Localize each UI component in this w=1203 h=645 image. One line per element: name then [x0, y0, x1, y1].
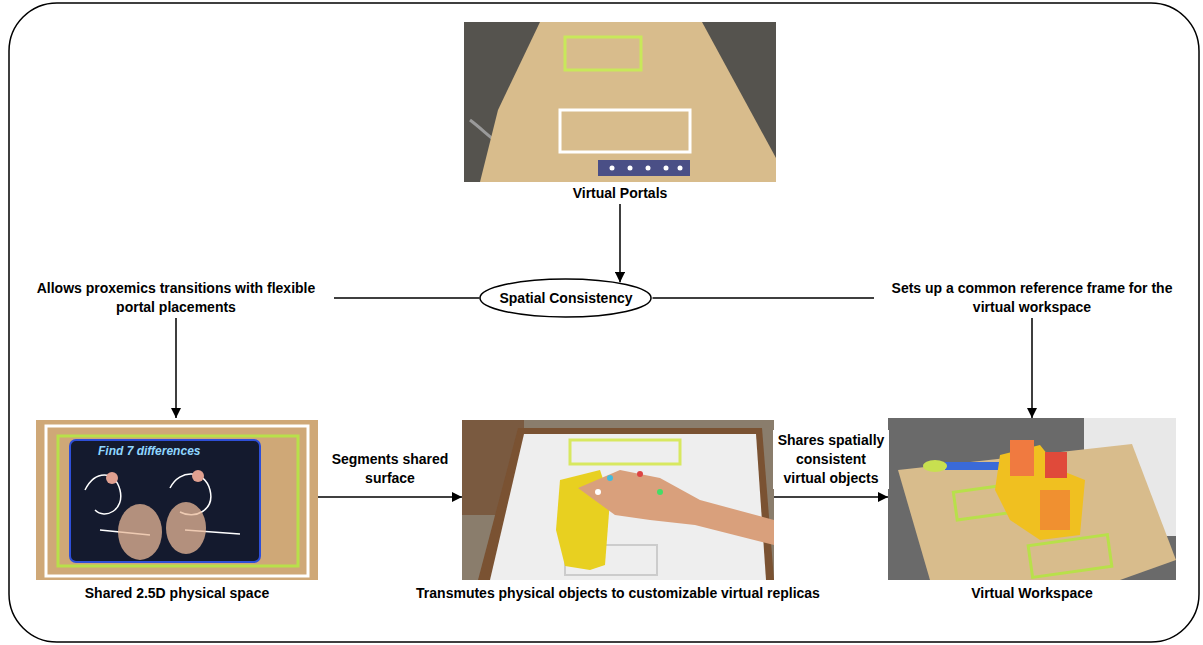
photo-shape [462, 420, 774, 580]
outer-frame [9, 3, 1199, 642]
photo-shape [192, 470, 204, 482]
photo-shape [888, 418, 1176, 580]
figure-caption: Transmutes physical objects to customiza… [416, 584, 820, 602]
photo-shape [610, 166, 615, 171]
arrow-connector [774, 496, 888, 498]
transmute-photo [462, 420, 774, 580]
photo-shape [598, 160, 690, 176]
figure-caption: Virtual Workspace [971, 584, 1093, 602]
photo-shape [106, 472, 118, 484]
concept-label: Spatial Consistency [479, 278, 652, 318]
photo-panel: Virtual Workspace [888, 418, 1176, 602]
edge-label: Shares spatially consistent virtual obje… [773, 430, 889, 489]
photo-shape [565, 37, 641, 70]
arrow-connector [318, 496, 462, 498]
screen-text: Find 7 differences [98, 444, 200, 458]
photo-shape [637, 471, 643, 477]
photo-shape [595, 489, 601, 495]
edge-label: Allows proxemics transitions with flexib… [18, 278, 334, 318]
workspace-photo [888, 418, 1176, 580]
photo-shape [1028, 535, 1112, 578]
photo-shape [646, 166, 651, 171]
photo-shape [995, 445, 1085, 540]
photo-panel: Transmutes physical objects to customiza… [462, 418, 774, 602]
figure-caption: Virtual Portals [573, 184, 668, 202]
photo-shape [70, 440, 260, 562]
concept-ellipse: Spatial Consistency [479, 278, 652, 318]
photo-shape [46, 426, 308, 576]
photo-panel: Virtual Portals [464, 22, 776, 202]
photo-shape [607, 475, 613, 481]
photo-shape [1010, 440, 1034, 476]
photo-shape [36, 420, 318, 580]
photo-shape [166, 502, 206, 554]
photo-shape [85, 474, 240, 535]
photo-shape [1040, 490, 1070, 530]
photo-shape [118, 504, 162, 560]
photo-shape [898, 444, 1176, 580]
photo-shape [480, 22, 776, 182]
photo-shape [560, 110, 690, 152]
photo-shape [578, 470, 774, 545]
photo-shape [464, 22, 776, 182]
arrow-connector [619, 204, 621, 282]
photo-shape [664, 166, 669, 171]
figure-caption: Shared 2.5D physical space [85, 584, 269, 602]
ellipse-shape [480, 279, 651, 317]
photo-shape [1045, 452, 1067, 478]
photo-shape [628, 166, 633, 171]
photo-shape [923, 460, 947, 472]
photo-shape [678, 166, 683, 171]
shared-space-photo [36, 420, 318, 580]
edge-label: Sets up a common reference frame for the… [874, 278, 1190, 318]
portals-photo [464, 22, 776, 182]
photo-shape [478, 428, 774, 580]
photo-shape [58, 436, 298, 566]
photo-shape [657, 489, 663, 495]
edge-label: Segments shared surface [321, 449, 459, 489]
photo-shape [570, 440, 680, 464]
